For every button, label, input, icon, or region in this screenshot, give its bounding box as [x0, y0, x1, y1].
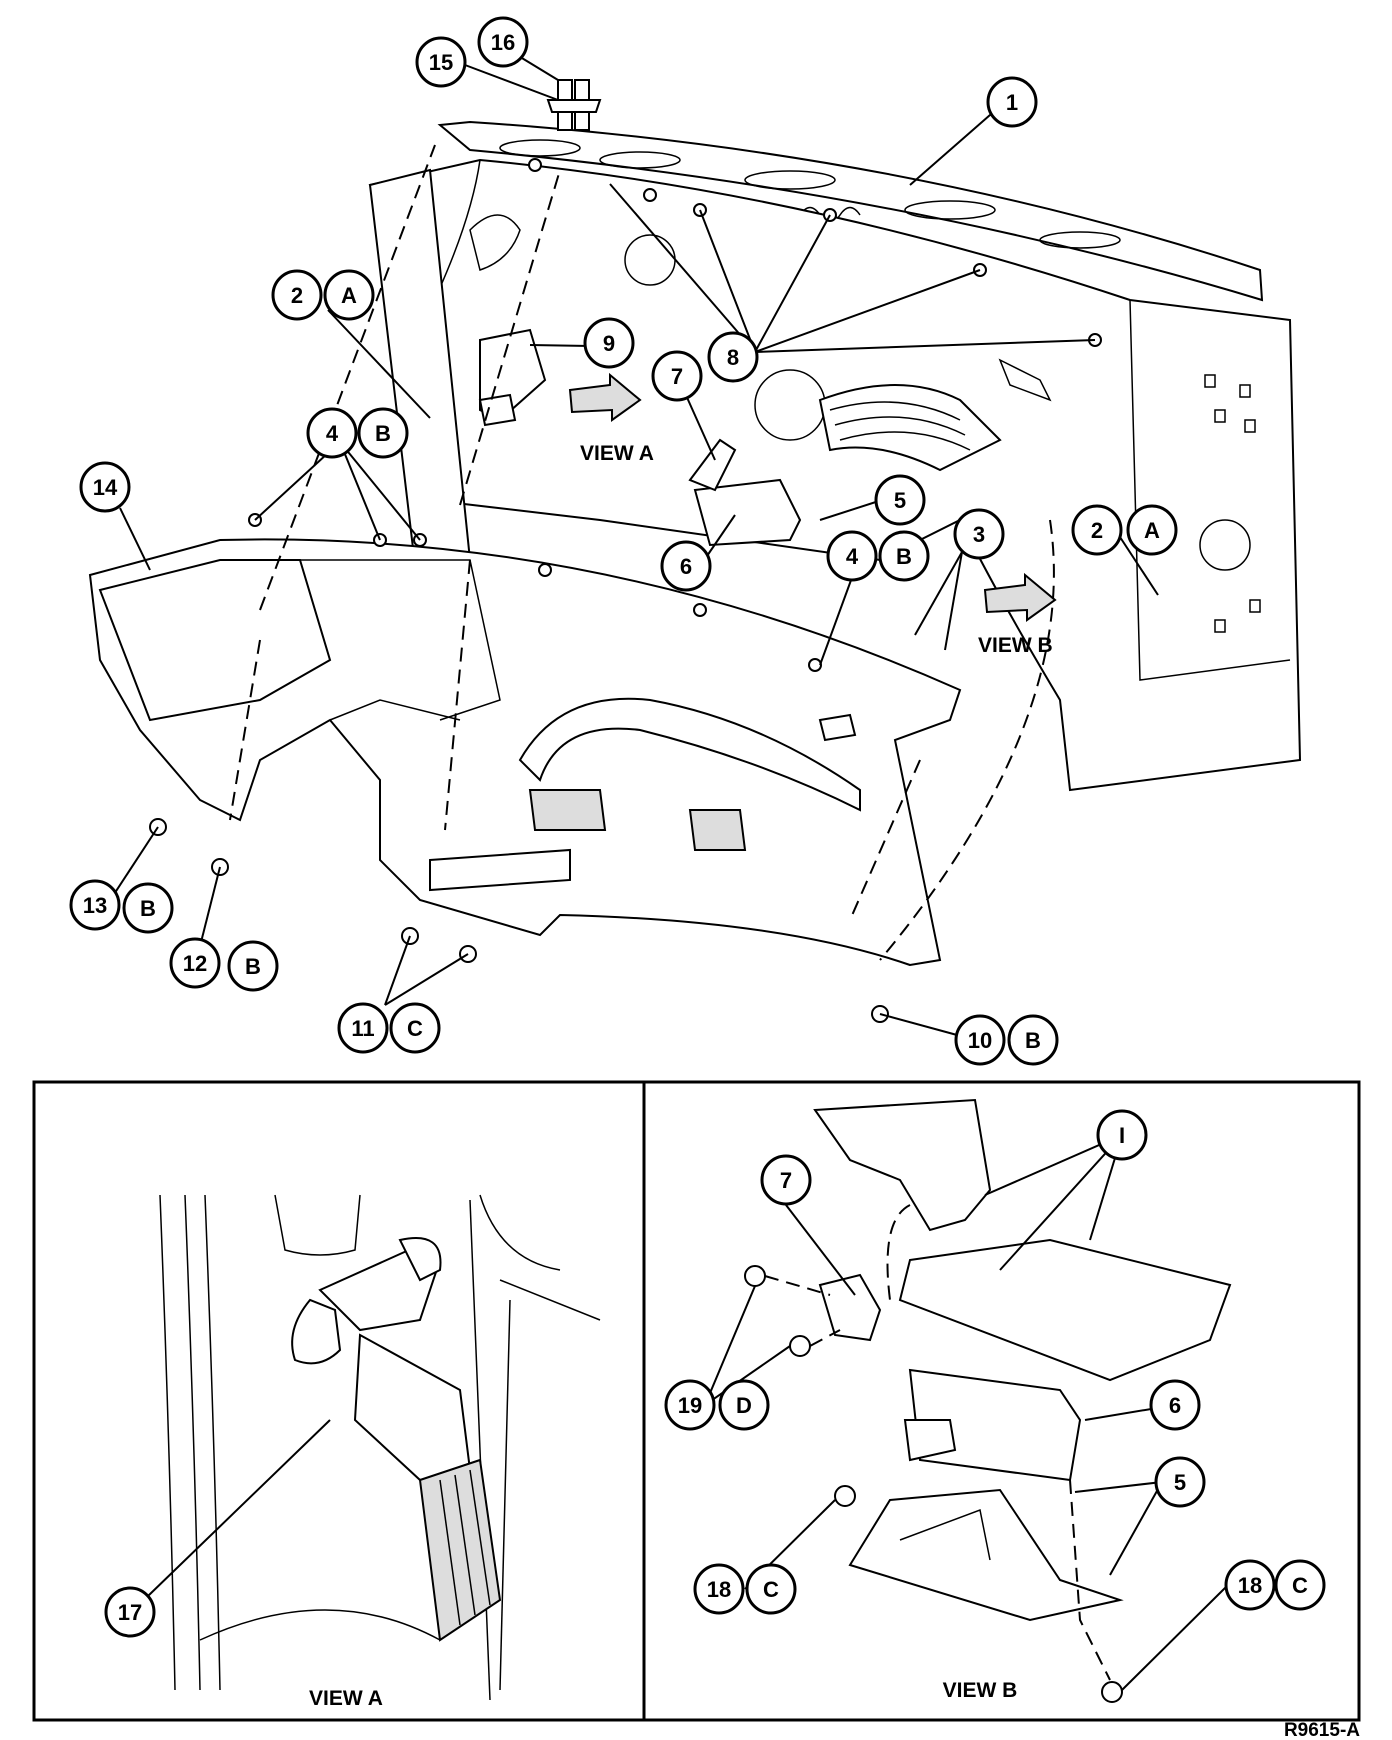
- svg-text:A: A: [341, 283, 357, 308]
- svg-text:D: D: [736, 1393, 752, 1418]
- instrument-panel: [88, 538, 962, 967]
- hvac-module-bracket: [688, 438, 802, 547]
- svg-text:1: 1: [1006, 90, 1018, 115]
- svg-text:B: B: [245, 954, 261, 979]
- svg-text:12: 12: [183, 951, 207, 976]
- svg-text:C: C: [1292, 1573, 1308, 1598]
- view-b-callout-18b: 18: [1224, 1559, 1276, 1611]
- svg-text:19: 19: [678, 1393, 702, 1418]
- svg-text:11: 11: [351, 1016, 374, 1041]
- svg-text:B: B: [896, 544, 912, 569]
- svg-text:B: B: [1025, 1028, 1041, 1053]
- svg-text:16: 16: [491, 30, 515, 55]
- svg-text:18: 18: [1238, 1573, 1262, 1598]
- callout-2b-letter: A: [1126, 504, 1178, 556]
- alignment-lines: [229, 144, 1055, 961]
- svg-text:6: 6: [1169, 1393, 1181, 1418]
- svg-text:4: 4: [326, 421, 339, 446]
- callout-3: 3: [953, 508, 1005, 560]
- floor-tunnel: [818, 384, 1002, 472]
- svg-text:9: 9: [603, 331, 615, 356]
- view-b-callout-5: 5: [1154, 1456, 1206, 1508]
- svg-text:7: 7: [671, 364, 683, 389]
- callout-4a: 4: [306, 407, 358, 459]
- figure-id: R9615-A: [1284, 1720, 1360, 1740]
- callout-5: 5: [874, 474, 926, 526]
- svg-text:8: 8: [727, 345, 739, 370]
- view-a-caption: VIEW A: [309, 1687, 383, 1710]
- view-a-callout-17: 17: [104, 1586, 156, 1638]
- view-b-callout-18b-letter: C: [1274, 1559, 1326, 1611]
- svg-text:13: 13: [83, 893, 107, 918]
- callout-12-letter: B: [227, 940, 279, 992]
- svg-text:2: 2: [1091, 518, 1103, 543]
- svg-text:B: B: [140, 896, 156, 921]
- callout-2a: 2: [271, 269, 323, 321]
- callout-7: 7: [651, 350, 703, 402]
- callout-4b-letter: B: [878, 530, 930, 582]
- callout-8: 8: [707, 331, 759, 383]
- callout-1: 1: [986, 76, 1038, 128]
- svg-text:15: 15: [429, 50, 453, 75]
- callout-2a-letter: A: [323, 269, 375, 321]
- view-b-callout-18a: 18: [693, 1563, 745, 1615]
- view-b-caption: VIEW B: [943, 1679, 1018, 1702]
- callout-15: 15: [415, 36, 467, 88]
- leader-lines: [104, 51, 1159, 1036]
- callout-11: 11: [337, 1002, 389, 1054]
- callout-14: 14: [79, 461, 131, 513]
- view-b-callout-7: 7: [760, 1154, 812, 1206]
- svg-text:14: 14: [93, 475, 118, 500]
- callout-10: 10: [954, 1014, 1006, 1066]
- callout-11-letter: C: [389, 1002, 441, 1054]
- view-b-arrow-label: VIEW B: [978, 634, 1053, 657]
- svg-text:5: 5: [1174, 1470, 1186, 1495]
- view-b-bracket-drawing: [704, 1098, 1232, 1703]
- accelerator-pedal-mount: [478, 328, 547, 427]
- view-b-panel: [642, 1080, 1361, 1722]
- callout-9: 9: [583, 317, 635, 369]
- callout-12: 12: [169, 937, 221, 989]
- callout-13: 13: [69, 879, 121, 931]
- callout-16: 16: [477, 16, 529, 68]
- callout-6: 6: [660, 540, 712, 592]
- svg-text:I: I: [1119, 1123, 1125, 1148]
- view-b-callout-1: I: [1096, 1109, 1148, 1161]
- svg-text:3: 3: [973, 522, 985, 547]
- view-b-callout-19-letter: D: [718, 1379, 770, 1431]
- svg-text:C: C: [407, 1016, 423, 1041]
- view-a-arrow: [568, 372, 642, 422]
- view-b-arrow: [983, 572, 1057, 622]
- callout-2b: 2: [1071, 504, 1123, 556]
- svg-text:C: C: [763, 1577, 779, 1602]
- view-b-callout-6: 6: [1149, 1379, 1201, 1431]
- svg-text:2: 2: [291, 283, 303, 308]
- svg-text:17: 17: [118, 1600, 142, 1625]
- callout-4a-letter: B: [357, 407, 409, 459]
- callout-10-letter: B: [1007, 1014, 1059, 1066]
- svg-text:6: 6: [680, 554, 692, 579]
- view-b-callout-18a-letter: C: [745, 1563, 797, 1615]
- svg-text:10: 10: [968, 1028, 992, 1053]
- svg-text:7: 7: [780, 1168, 792, 1193]
- svg-text:A: A: [1144, 518, 1160, 543]
- svg-text:4: 4: [846, 544, 859, 569]
- view-b-callout-19: 19: [664, 1379, 716, 1431]
- svg-text:18: 18: [707, 1577, 731, 1602]
- callout-13-letter: B: [122, 882, 174, 934]
- svg-text:5: 5: [894, 488, 906, 513]
- callout-4b: 4: [826, 530, 878, 582]
- view-a-arrow-label: VIEW A: [580, 442, 654, 465]
- view-a-pedal-drawing: [147, 1194, 601, 1701]
- svg-text:B: B: [375, 421, 391, 446]
